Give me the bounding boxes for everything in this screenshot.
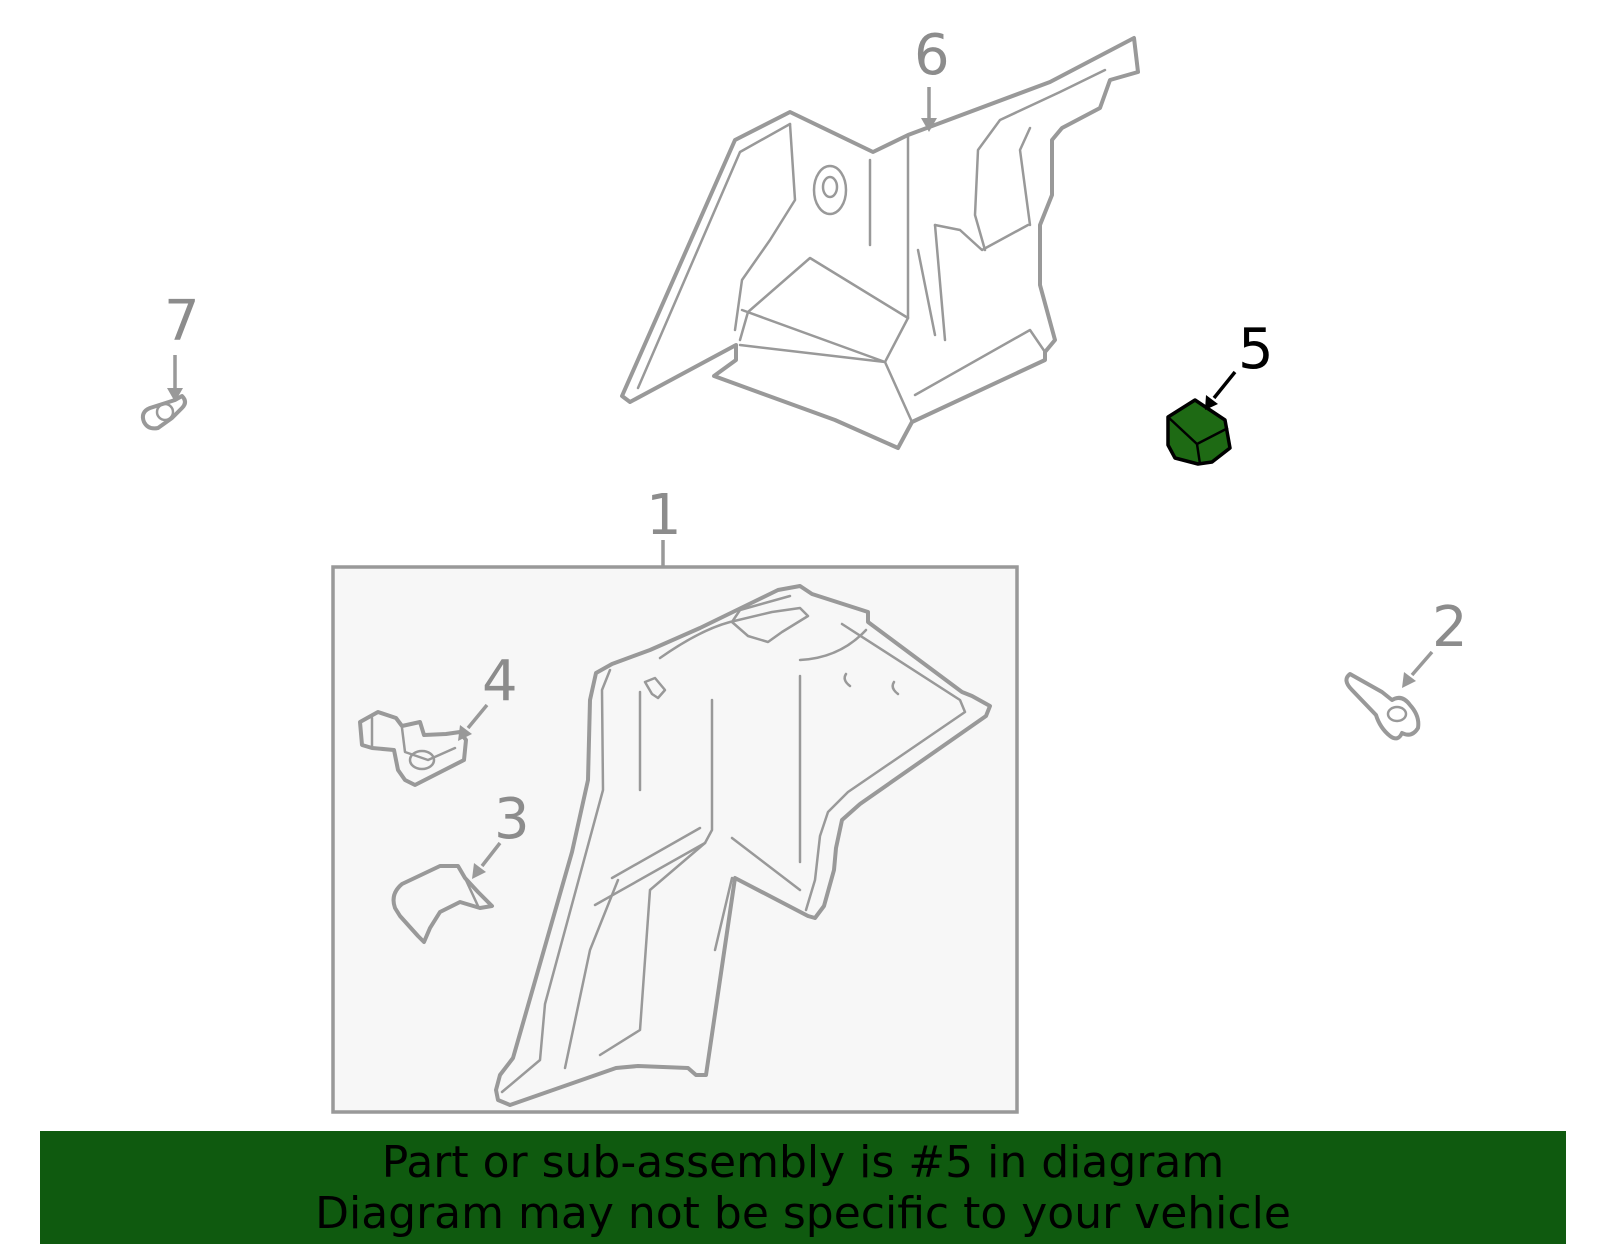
banner-line-1: Part or sub-assembly is #5 in diagram (381, 1137, 1225, 1188)
part-1-quarter-trim[interactable] (494, 584, 992, 1107)
part-5-block[interactable] (1166, 398, 1232, 466)
callout-7: 7 (164, 289, 200, 354)
part-7-clip[interactable] (140, 394, 187, 431)
part-3-cover[interactable] (391, 864, 494, 944)
callout-6: 6 (914, 23, 950, 88)
part-6-quarter-trim-upper[interactable] (620, 36, 1140, 450)
callout-5: 5 (1238, 317, 1274, 382)
callout-3: 3 (494, 787, 530, 852)
callout-4: 4 (482, 649, 518, 714)
leader-arrows (167, 87, 1434, 879)
info-banner: Part or sub-assembly is #5 in diagram Di… (40, 1131, 1566, 1244)
callout-2: 2 (1432, 595, 1468, 660)
part-2-fastener[interactable] (1344, 672, 1421, 741)
callout-1: 1 (646, 483, 682, 548)
subassembly-box (331, 565, 1019, 1114)
banner-line-2: Diagram may not be specific to your vehi… (315, 1188, 1291, 1239)
